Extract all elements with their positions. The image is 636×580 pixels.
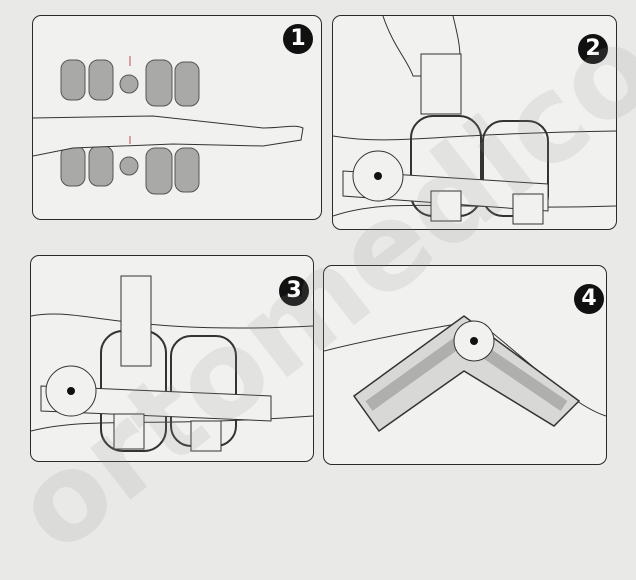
step-1-panel: 1: [32, 15, 322, 220]
step-number-badge: 3: [279, 276, 309, 306]
step-4-panel: 4: [323, 265, 607, 465]
brace-fastening-illustration: [333, 16, 616, 225]
leg-with-pads-illustration: [33, 56, 304, 195]
step-number-badge: 1: [283, 24, 313, 54]
step-2-panel: 2: [332, 15, 617, 230]
strap-tightening-illustration: [31, 275, 313, 452]
step-number-badge: 4: [574, 284, 604, 314]
bent-knee-brace-illustration: [324, 315, 606, 433]
step-3-panel: 3: [30, 255, 314, 462]
step-number-badge: 2: [578, 34, 608, 64]
